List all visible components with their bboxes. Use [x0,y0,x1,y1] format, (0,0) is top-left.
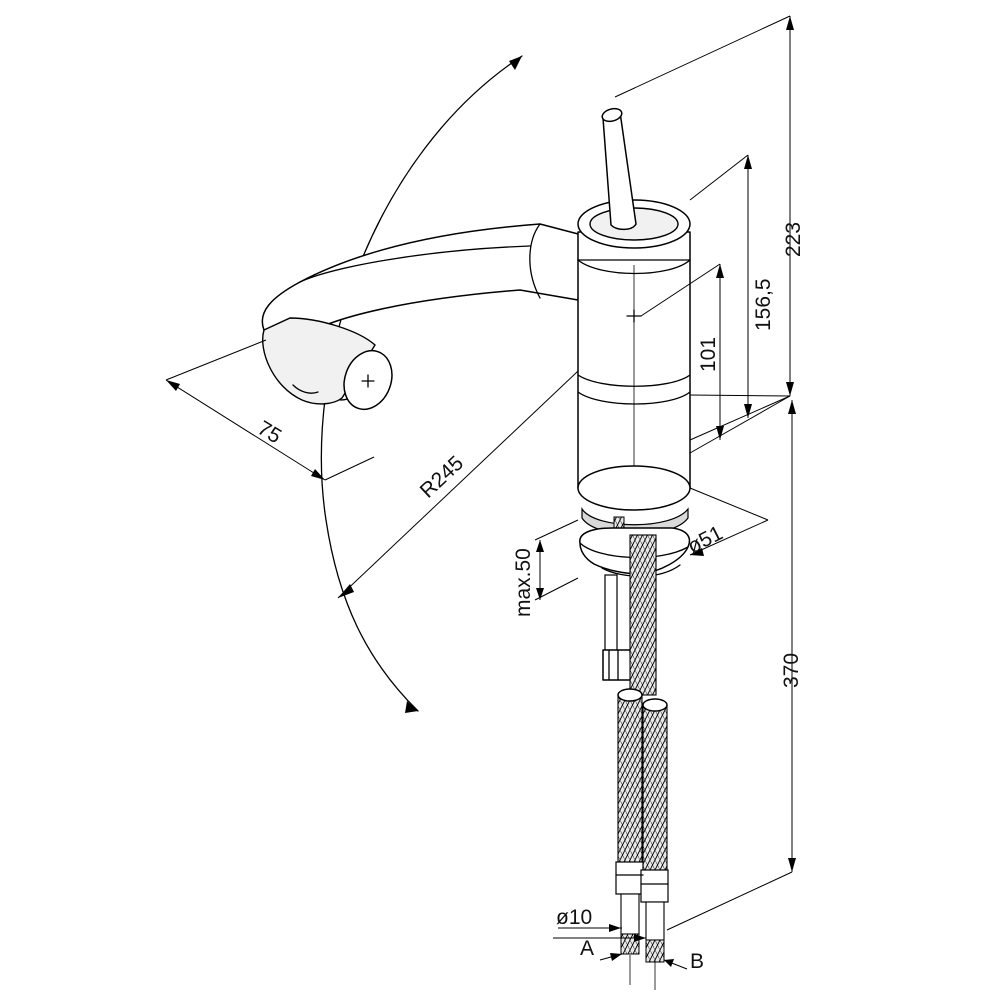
connection-a-label: A [580,937,594,960]
dimension-101-label: 101 [697,337,720,372]
dimension-lines [165,15,796,970]
dimension-10-label: ø10 [556,906,592,929]
dimension-75-label: 75 [253,417,285,449]
dimension-223-label: 223 [782,222,805,257]
connection-b-label: B [690,950,704,973]
dimension-r245-label: R245 [416,452,468,503]
dimension-51-label: ø51 [684,522,727,559]
spout [261,223,583,411]
base-mount [577,465,691,577]
swivel-arc [320,55,523,713]
lever-handle [601,107,637,231]
dimension-max50-label: max.50 [512,548,535,617]
dimension-156-label: 156,5 [752,278,775,331]
threaded-rod [602,574,633,681]
mixer-body [577,199,691,502]
supply-hoses [615,534,669,990]
dimension-370-label: 370 [780,653,803,688]
